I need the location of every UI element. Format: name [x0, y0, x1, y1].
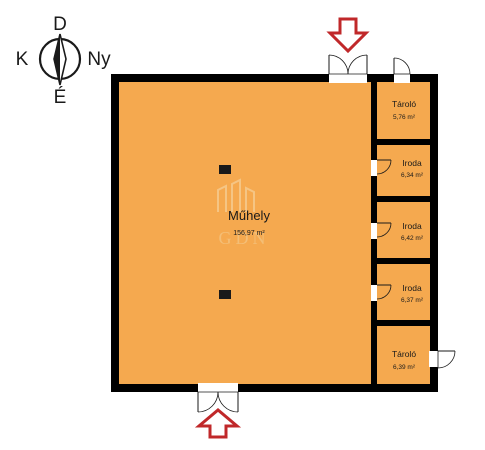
office-3-area: 6,37 m²	[401, 297, 424, 304]
office-2-area: 6,42 m²	[401, 235, 424, 242]
office-2-name: Iroda	[402, 221, 422, 231]
compass-north-label: D	[53, 14, 67, 35]
storage-bottom-name: Tároló	[392, 349, 416, 359]
office-2-floor	[377, 202, 430, 258]
compass-rose-icon: D K Ny É	[16, 14, 111, 108]
entrance-arrow-up-icon	[194, 408, 242, 439]
office-1-name: Iroda	[402, 158, 422, 168]
storage-bottom-area: 6,39 m²	[393, 364, 416, 371]
door-swing-icon	[393, 57, 411, 83]
pillar-icon	[219, 165, 231, 174]
watermark-text: GDN	[219, 228, 270, 248]
storage-bottom-floor	[377, 326, 430, 384]
compass-west-label: K	[16, 49, 29, 70]
door-swing-icon	[371, 159, 392, 176]
workshop-name: Műhely	[228, 208, 270, 223]
compass-south-label: É	[54, 87, 67, 108]
door-swing-icon	[328, 54, 368, 83]
door-swing-icon	[197, 383, 239, 413]
storage-top-area: 5,76 m²	[393, 114, 416, 121]
door-swing-icon	[429, 350, 456, 369]
office-1-floor	[377, 145, 430, 196]
office-3-floor	[377, 264, 430, 320]
pillar-icon	[219, 290, 231, 299]
door-swing-icon	[371, 284, 392, 301]
office-1-area: 6,34 m²	[401, 172, 424, 179]
workshop-area: 156,97 m²	[233, 230, 265, 237]
compass-east-label: Ny	[87, 49, 111, 70]
storage-top-floor	[377, 82, 430, 139]
storage-top-name: Tároló	[392, 99, 416, 109]
workshop-floor	[119, 82, 371, 384]
entrance-arrow-down-icon	[326, 17, 370, 54]
door-swing-icon	[371, 222, 392, 239]
watermark-logo: GDN	[217, 178, 270, 248]
office-3-name: Iroda	[402, 283, 422, 293]
